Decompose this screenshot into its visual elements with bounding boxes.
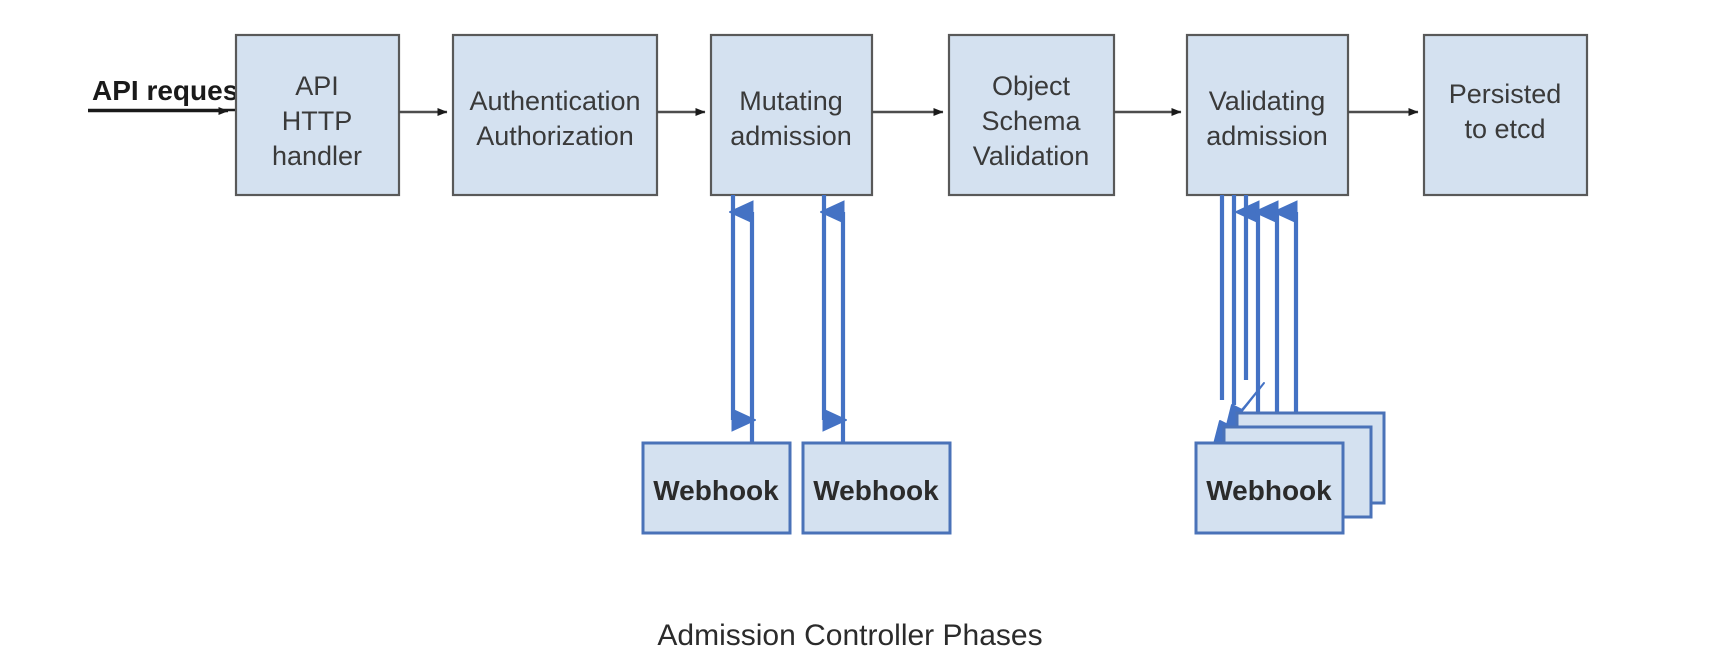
webhook-box-mutating-1[interactable]: Webhook bbox=[641, 441, 792, 535]
phase-api-http-handler[interactable]: API HTTP handler bbox=[234, 33, 401, 197]
api-request-entry: API request bbox=[88, 75, 248, 115]
diagram-caption: Admission Controller Phases bbox=[657, 619, 1042, 652]
phase-box-rect[interactable] bbox=[1422, 33, 1589, 197]
webhook-box-rect[interactable] bbox=[801, 441, 952, 535]
phase-label-line-1: Object bbox=[992, 71, 1071, 101]
webhook-box-mutating-2[interactable]: Webhook bbox=[801, 441, 952, 535]
webhook-box-rect-front[interactable] bbox=[1194, 441, 1345, 535]
phase-mutating-admission[interactable]: Mutating admission bbox=[709, 33, 874, 197]
api-request-label: API request bbox=[92, 75, 248, 106]
phase-box-rect[interactable] bbox=[451, 33, 659, 197]
phase-label-line-3: Validation bbox=[973, 141, 1090, 171]
phase-label-line-2: Authorization bbox=[476, 121, 634, 151]
phase-label-line-1: Mutating bbox=[739, 86, 843, 116]
webhook-box-validating-stack[interactable]: Webhook bbox=[1194, 411, 1386, 535]
phase-label-line-1: Authentication bbox=[469, 86, 640, 116]
phase-label-line-2: Schema bbox=[981, 106, 1081, 136]
phase-box-rect[interactable] bbox=[947, 33, 1116, 197]
phase-object-schema-validation[interactable]: Object Schema Validation bbox=[947, 33, 1116, 197]
phase-label-line-2: HTTP bbox=[282, 106, 353, 136]
webhook-box-label: Webhook bbox=[1206, 475, 1332, 506]
phase-label-line-2: admission bbox=[730, 121, 852, 151]
phase-label-line-1: API bbox=[295, 71, 339, 101]
phase-box-rect[interactable] bbox=[234, 33, 401, 197]
phase-label-line-3: handler bbox=[272, 141, 362, 171]
phase-label-line-1: Persisted bbox=[1449, 79, 1562, 109]
phase-validating-admission[interactable]: Validating admission bbox=[1185, 33, 1350, 197]
webhook-box-label: Webhook bbox=[813, 475, 939, 506]
webhook-box-label: Webhook bbox=[653, 475, 779, 506]
phase-persisted-to-etcd[interactable]: Persisted to etcd bbox=[1422, 33, 1589, 197]
phase-label-line-2: admission bbox=[1206, 121, 1328, 151]
phase-label-line-1: Validating bbox=[1209, 86, 1326, 116]
phase-authentication-authorization[interactable]: Authentication Authorization bbox=[451, 33, 659, 197]
phase-box-rect[interactable] bbox=[1185, 33, 1350, 197]
phase-label-line-2: to etcd bbox=[1464, 114, 1545, 144]
phase-box-rect[interactable] bbox=[709, 33, 874, 197]
webhook-box-rect[interactable] bbox=[641, 441, 792, 535]
